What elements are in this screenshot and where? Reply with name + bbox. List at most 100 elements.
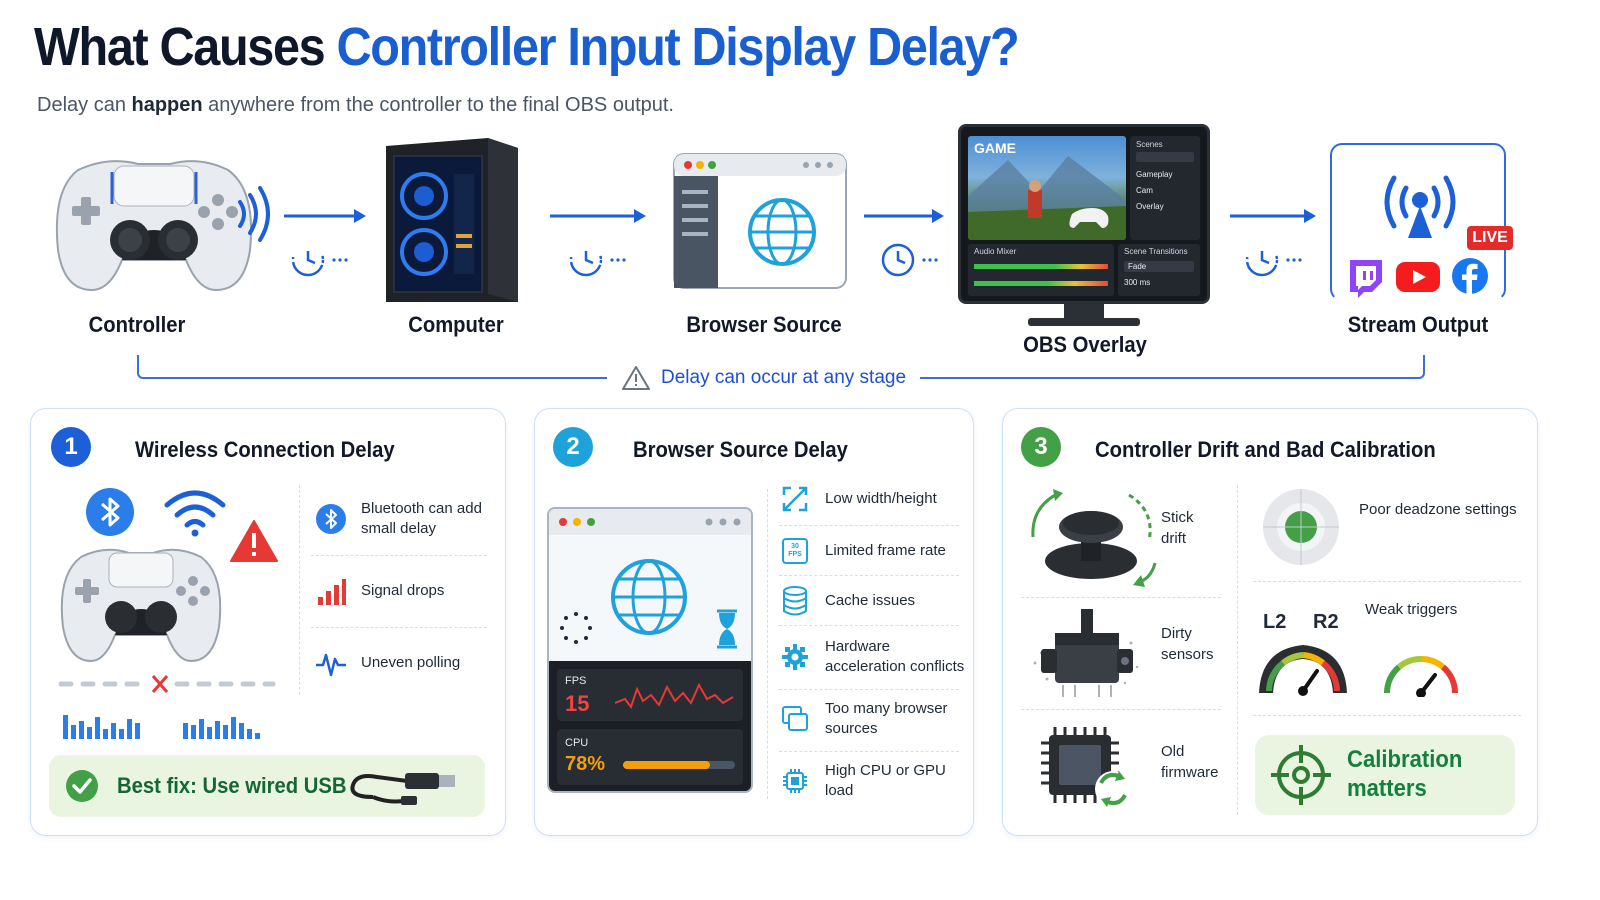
issue-high-cpu-gpu: High CPU or GPU load xyxy=(779,761,975,802)
browser-window-mockup: FPS 15 CPU 78% xyxy=(547,507,753,793)
joystick-module-icon xyxy=(1033,609,1139,697)
monitor-obs-icon: GAME Scenes Gameplay Cam Overlay Audio M… xyxy=(958,124,1210,328)
scenes-panel: Scenes Gameplay Cam Overlay xyxy=(1130,136,1200,240)
issue-hardware-acceleration: Hardware acceleration conflicts xyxy=(779,637,975,678)
issue-text: Too many browser sources xyxy=(825,700,948,738)
title-accent: Controller Input Display Delay? xyxy=(336,17,1019,77)
fps-value: 15 xyxy=(565,691,590,716)
monitor-stand xyxy=(1064,304,1104,318)
arrow-right-icon xyxy=(1230,209,1316,223)
issue-old-firmware: Old firmware xyxy=(1161,743,1219,781)
signal-drop-line xyxy=(58,675,276,693)
chip-icon xyxy=(779,765,811,797)
scene-item[interactable]: Cam xyxy=(1136,186,1153,195)
issue-uneven-polling: Uneven polling xyxy=(315,647,491,679)
stage-label-computer: Computer xyxy=(408,312,504,337)
stage-label-controller: Controller xyxy=(88,312,186,337)
scene-item[interactable]: Gameplay xyxy=(1136,170,1173,179)
clock-icon xyxy=(881,243,938,277)
fps-label: FPS xyxy=(565,675,587,687)
issue-text: Signal drops xyxy=(361,581,445,599)
clock-icon xyxy=(291,243,348,277)
thumbstick-icon xyxy=(1031,489,1157,587)
cpu-bar-track xyxy=(623,761,735,769)
youtube-icon xyxy=(1396,262,1440,292)
panel-drift-calibration: 3 Controller Drift and Bad Calibration S… xyxy=(1002,408,1538,836)
deadzone-target-icon xyxy=(1263,489,1339,565)
subtitle-post: anywhere from the controller to the fina… xyxy=(202,94,674,116)
fps-meter: FPS 15 xyxy=(557,669,743,721)
stage-label-stream-output: Stream Output xyxy=(1347,312,1489,337)
crosshair-icon xyxy=(1271,745,1331,805)
game-preview: GAME xyxy=(968,136,1126,240)
transition-duration[interactable]: 300 ms xyxy=(1124,278,1151,287)
panel-number-badge: 3 xyxy=(1021,427,1061,467)
alert-triangle-icon xyxy=(230,520,278,562)
audio-meter xyxy=(974,281,1108,286)
perf-panel: FPS 15 CPU 78% xyxy=(549,661,751,791)
browser-globe-icon xyxy=(673,153,847,289)
database-icon xyxy=(779,585,811,617)
cpu-meter: CPU 78% xyxy=(557,729,743,785)
panel-number-badge: 1 xyxy=(51,427,91,467)
arrow-right-icon xyxy=(864,209,944,223)
audio-meter xyxy=(974,264,1108,269)
issue-text: Uneven polling xyxy=(361,653,461,671)
issue-limited-frame-rate: 30 FPS Limited frame rate xyxy=(779,535,965,567)
fps-icon-text: 30 FPS xyxy=(788,543,802,558)
transition-select[interactable]: Fade xyxy=(1124,261,1194,272)
issue-stick-drift: Stick drift xyxy=(1161,509,1194,547)
arrow-right-icon xyxy=(284,209,366,223)
issue-text: Limited frame rate xyxy=(825,541,946,559)
trigger-gauge-icon xyxy=(1383,655,1459,697)
bluetooth-icon xyxy=(315,503,347,535)
issue-text: Low width/height xyxy=(825,489,937,507)
panel-browser-source-delay: 2 Browser Source Delay FPS 15 CPU 78% xyxy=(534,408,974,836)
issue-text: Hardware acceleration conflicts xyxy=(825,638,965,676)
title-main: What Causes xyxy=(34,17,337,77)
trigger-gauge-icon xyxy=(1259,645,1347,696)
chip-refresh-icon xyxy=(1041,727,1131,807)
issue-too-many-sources: Too many browser sources xyxy=(779,699,965,740)
game-label: GAME xyxy=(974,140,1016,156)
issue-dirty-sensors: Dirty sensors xyxy=(1161,625,1214,663)
arrow-right-icon xyxy=(550,209,646,223)
bluetooth-icon xyxy=(86,488,134,536)
twitch-icon xyxy=(1350,260,1382,298)
stacked-windows-icon xyxy=(779,703,811,735)
resize-icon xyxy=(779,483,811,515)
clock-icon xyxy=(569,243,626,277)
trigger-label-r2: R2 xyxy=(1313,611,1339,633)
gamepad-icon xyxy=(55,160,253,292)
transitions-panel: Scene Transitions Fade 300 ms xyxy=(1118,244,1200,296)
panel-wireless-delay: 1 Wireless Connection Delay Bluetooth ca… xyxy=(30,408,506,836)
wireless-signal-icon xyxy=(238,186,270,242)
issue-text: Bluetooth can add small delay xyxy=(361,500,482,538)
monitor-base xyxy=(1028,318,1140,326)
issue-cache: Cache issues xyxy=(779,585,965,617)
panel-title: Controller Drift and Bad Calibration xyxy=(1095,437,1436,462)
issue-signal-drops: Signal drops xyxy=(315,575,491,607)
scene-item[interactable]: Overlay xyxy=(1136,202,1164,211)
stream-output-frame xyxy=(1330,143,1506,301)
audio-mixer-title: Audio Mixer xyxy=(974,247,1017,256)
scenes-dropdown xyxy=(1136,152,1194,162)
cpu-value: 78% xyxy=(565,753,606,775)
scenes-title: Scenes xyxy=(1136,140,1163,149)
page-subtitle: Delay can happen anywhere from the contr… xyxy=(37,94,674,117)
checkmark-icon xyxy=(66,770,98,802)
broadcast-icon xyxy=(1384,175,1456,238)
page-title: What Causes Controller Input Display Del… xyxy=(34,16,1020,78)
calibration-text: Calibration matters xyxy=(1347,746,1463,802)
stage-label-obs-overlay: OBS Overlay xyxy=(1023,332,1147,357)
issue-weak-triggers: Weak triggers xyxy=(1365,601,1458,618)
facebook-icon xyxy=(1452,258,1488,294)
signal-bars-icon xyxy=(315,575,347,607)
panel-title: Browser Source Delay xyxy=(633,437,848,462)
bracket-label: Delay can occur at any stage xyxy=(607,362,921,394)
fps-counter-icon: 30 FPS xyxy=(779,535,811,567)
cpu-label: CPU xyxy=(565,737,589,749)
pc-tower-icon xyxy=(386,138,518,302)
audio-mixer-panel: Audio Mixer xyxy=(968,244,1114,296)
gamepad-icon xyxy=(60,548,222,663)
